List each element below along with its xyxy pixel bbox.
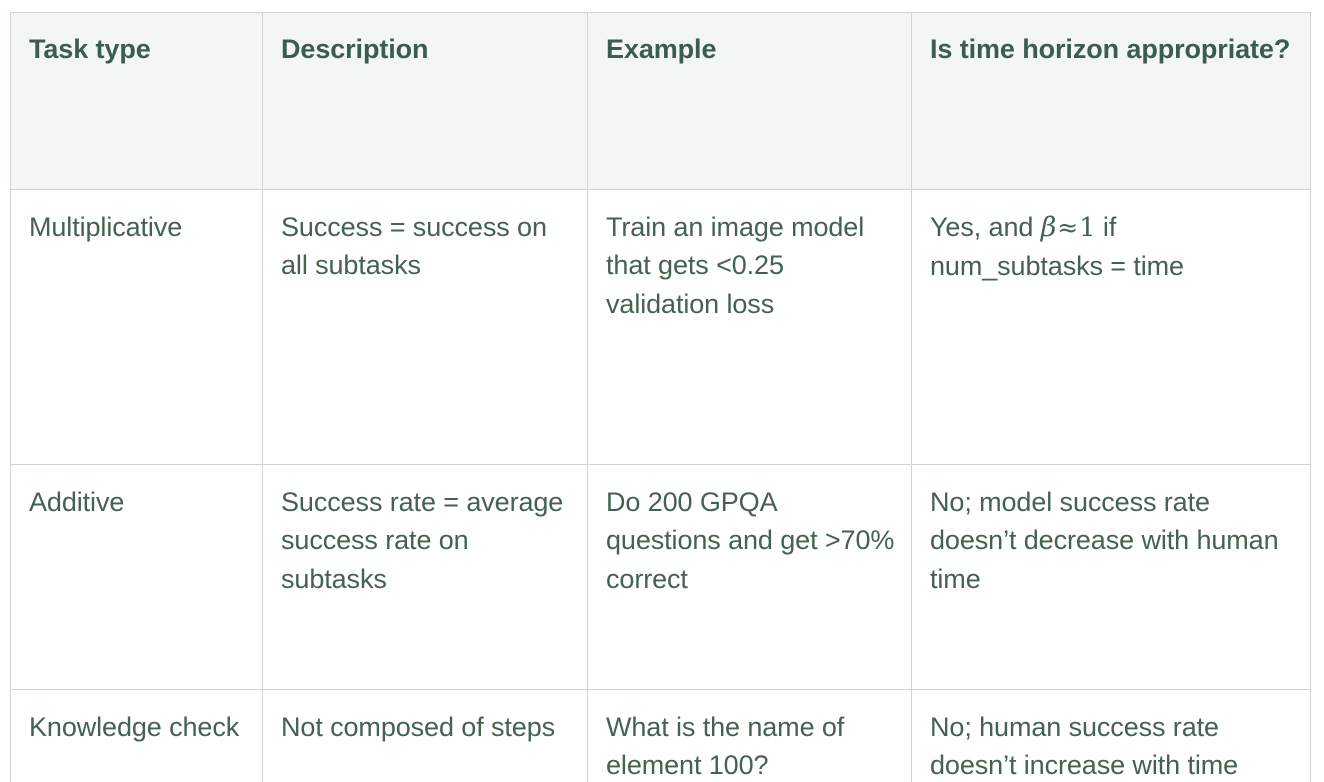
beta-symbol: β [1040, 212, 1057, 243]
cell-example: Train an image model that gets <0.25 val… [587, 189, 912, 465]
cell-description-text: Success = success on all subtasks [281, 212, 547, 281]
cell-time-horizon-text: No; model success rate doesn’t decrease … [930, 487, 1279, 594]
cell-time-horizon: No; model success rate doesn’t decrease … [911, 464, 1311, 690]
table-body: Multiplicative Success = success on all … [10, 189, 1311, 782]
cell-task-type: Knowledge check [10, 689, 263, 782]
cell-task-type: Multiplicative [10, 189, 263, 465]
column-header-example: Example [587, 12, 912, 190]
table-row: Additive Success rate = average success … [10, 464, 1311, 690]
column-header-description: Description [262, 12, 588, 190]
cell-description: Success rate = average success rate on s… [262, 464, 588, 690]
cell-description-text: Success rate = average success rate on s… [281, 487, 564, 594]
approx-operator: ≈ [1057, 213, 1079, 242]
table-header-row: Task type Description Example Is time ho… [10, 12, 1311, 190]
cell-description: Success = success on all subtasks [262, 189, 588, 465]
cell-time-horizon: Yes, and β≈1 if num_subtasks = time [911, 189, 1311, 465]
column-header-task-type: Task type [10, 12, 263, 190]
time-horizon-value: 1 [1079, 213, 1096, 243]
cell-time-horizon-text: Yes, and β≈1 if num_subtasks = time [930, 208, 1294, 286]
cell-time-horizon: No; human success rate doesn’t increase … [911, 689, 1311, 782]
cell-task-type: Additive [10, 464, 263, 690]
cell-description: Not composed of steps [262, 689, 588, 782]
column-header-description-label: Description [281, 34, 429, 64]
table-header: Task type Description Example Is time ho… [10, 12, 1311, 190]
task-type-comparison-table: Task type Description Example Is time ho… [10, 12, 1311, 782]
table-row: Knowledge check Not composed of steps Wh… [10, 689, 1311, 782]
cell-task-type-text: Multiplicative [29, 212, 183, 242]
column-header-example-label: Example [606, 34, 717, 64]
table-row: Multiplicative Success = success on all … [10, 189, 1311, 465]
time-horizon-suffix: if num_subtasks = time [930, 212, 1184, 282]
column-header-time-horizon-label: Is time horizon appropriate? [930, 34, 1291, 64]
cell-description-text: Not composed of steps [281, 712, 556, 742]
cell-example: Do 200 GPQA questions and get >70% corre… [587, 464, 912, 690]
cell-task-type-text: Knowledge check [29, 712, 240, 742]
cell-task-type-text: Additive [29, 487, 125, 517]
cell-example-text: What is the name of element 100? [606, 712, 845, 781]
column-header-task-type-label: Task type [29, 34, 151, 64]
cell-example: What is the name of element 100? [587, 689, 912, 782]
column-header-time-horizon: Is time horizon appropriate? [911, 12, 1311, 190]
cell-time-horizon-text: No; human success rate doesn’t increase … [930, 712, 1239, 781]
time-horizon-prefix: Yes, and [930, 212, 1041, 242]
cell-example-text: Do 200 GPQA questions and get >70% corre… [606, 487, 895, 594]
cell-example-text: Train an image model that gets <0.25 val… [606, 212, 865, 319]
